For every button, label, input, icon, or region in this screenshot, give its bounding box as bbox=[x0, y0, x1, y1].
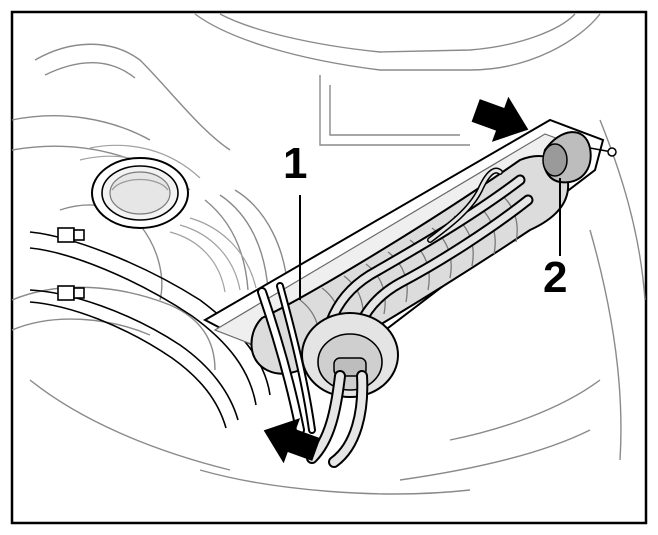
outlet-hoses bbox=[306, 370, 369, 468]
hose-flange bbox=[301, 312, 399, 398]
bold-arrow-left-icon bbox=[263, 418, 321, 464]
wiring-loom bbox=[257, 282, 316, 435]
callout-leaders bbox=[299, 178, 561, 300]
callout-label-2: 2 bbox=[543, 253, 568, 302]
pump-end-cap bbox=[542, 131, 617, 184]
bold-arrow-right-icon bbox=[471, 96, 529, 142]
filler-opening bbox=[91, 157, 189, 229]
callout-label-1: 1 bbox=[283, 139, 308, 188]
vehicle-body-contours bbox=[11, 13, 646, 495]
body-ridge-lines bbox=[79, 144, 257, 293]
